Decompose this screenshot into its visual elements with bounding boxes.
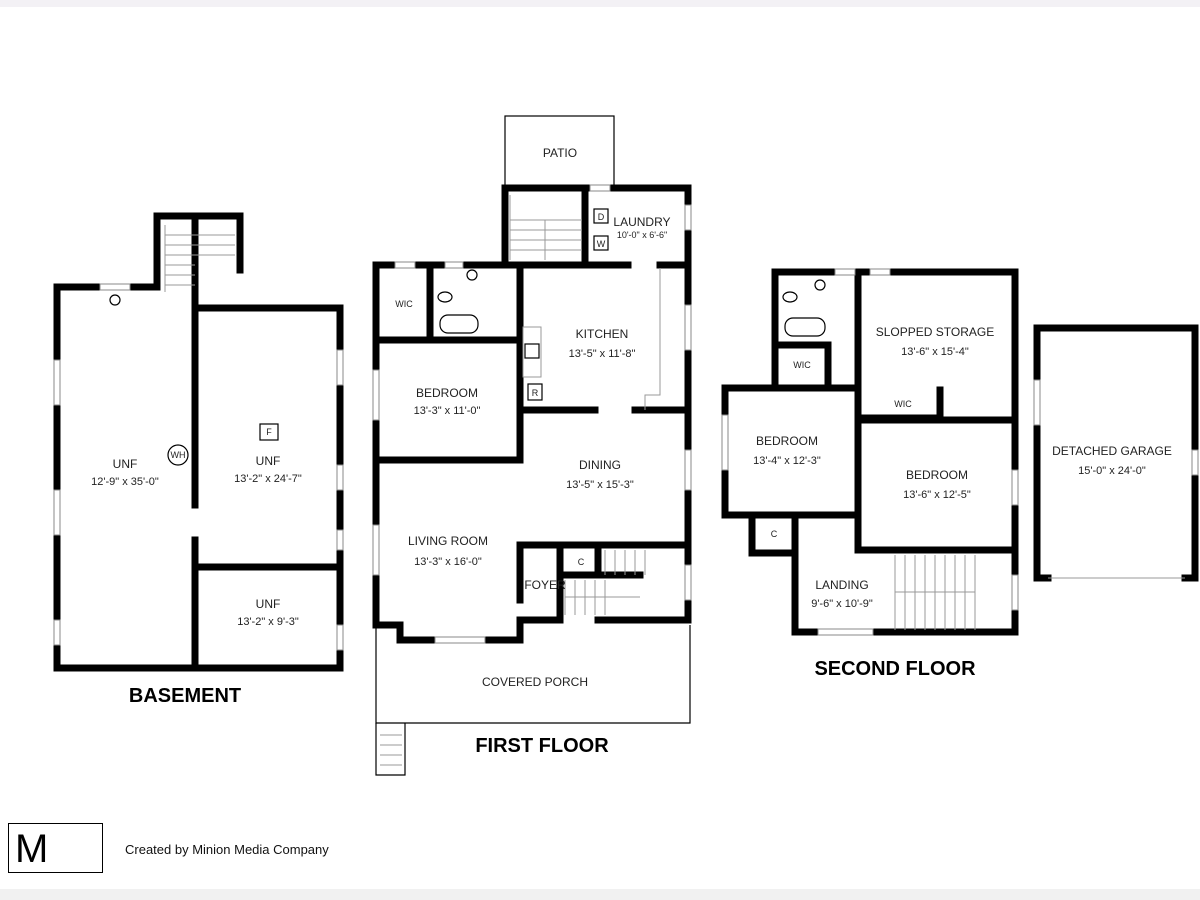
room-label: WIC	[395, 299, 413, 309]
first-floor-stairs	[509, 195, 646, 615]
stove-icon	[524, 343, 540, 359]
toilet-icon	[782, 291, 798, 303]
bathtub-icon	[439, 314, 479, 334]
room-dimensions: 13'-3" x 16'-0"	[414, 556, 482, 568]
company-logo: M	[8, 823, 103, 873]
room-dimensions: 13'-4" x 12'-3"	[753, 455, 821, 467]
credit-text: Created by Minion Media Company	[125, 842, 329, 857]
room-label: LIVING ROOM	[408, 534, 488, 548]
second-floor-stairs	[894, 555, 976, 630]
bathtub-icon	[784, 317, 826, 337]
room-label: COVERED PORCH	[482, 675, 588, 689]
room-label: UNF	[113, 457, 138, 471]
dryer-icon	[593, 208, 609, 224]
water-heater-icon	[167, 444, 189, 466]
room-label: PATIO	[543, 146, 577, 160]
furnace-label: F	[266, 427, 272, 437]
room-dimensions: 13'-5" x 11'-8"	[569, 348, 636, 360]
room-label: UNF	[256, 454, 281, 468]
sink-icon	[466, 269, 478, 281]
room-label: BEDROOM	[906, 468, 968, 482]
room-dimensions: 13'-6" x 15'-4"	[901, 346, 969, 358]
first-floor-title: FIRST FLOOR	[475, 735, 609, 757]
furnace-icon	[259, 423, 279, 441]
sink-icon	[814, 279, 826, 291]
room-dimensions: 13'-5" x 15'-3"	[566, 479, 634, 491]
room-dimensions: 10'-0" x 6'-6"	[617, 230, 667, 240]
refrigerator-label: R	[532, 388, 539, 398]
room-dimensions: 13'-2" x 9'-3"	[237, 616, 299, 628]
room-dimensions: 12'-9" x 35'-0"	[91, 476, 159, 488]
room-label: WIC	[894, 399, 912, 409]
top-border	[0, 0, 1200, 7]
room-label: DINING	[579, 458, 621, 472]
sink-icon	[109, 294, 121, 306]
room-dimensions: 13'-3" x 11'-0"	[414, 405, 481, 417]
first-floor-plan: D W R PATIO LAUNDRY 10'-0" x 6'-6" WIC K…	[372, 115, 692, 776]
room-label: UNF	[256, 597, 281, 611]
room-dimensions: 13'-6" x 12'-5"	[903, 489, 971, 501]
water-heater-label: WH	[171, 450, 186, 460]
basement-plan: WH F UNF 12'-9" x 35'-0" UNF 13'-2" x 24…	[53, 212, 344, 707]
basement-title: BASEMENT	[129, 685, 241, 707]
counter-icon	[522, 326, 542, 378]
bottom-border	[0, 889, 1200, 900]
room-dimensions: 15'-0" x 24'-0"	[1078, 465, 1146, 477]
room-label: LAUNDRY	[613, 215, 670, 229]
detached-garage-plan: DETACHED GARAGE 15'-0" x 24'-0"	[1033, 324, 1199, 582]
basement-stairs	[164, 225, 235, 292]
room-label: SLOPPED STORAGE	[876, 325, 994, 339]
dryer-label: D	[598, 212, 605, 222]
room-dimensions: 9'-6" x 10'-9"	[811, 598, 873, 610]
room-label: BEDROOM	[756, 434, 818, 448]
second-floor-plan: SLOPPED STORAGE 13'-6" x 15'-4" WIC WIC …	[721, 268, 1019, 680]
room-label: BEDROOM	[416, 386, 478, 400]
washer-icon	[593, 235, 609, 251]
toilet-icon	[437, 291, 453, 303]
room-label: LANDING	[815, 578, 868, 592]
room-label: C	[771, 529, 778, 539]
room-label: WIC	[793, 360, 811, 370]
refrigerator-icon	[527, 383, 543, 401]
room-label: FOYER	[524, 578, 566, 592]
washer-label: W	[597, 239, 606, 249]
room-label: DETACHED GARAGE	[1052, 444, 1172, 458]
room-label: C	[578, 557, 585, 567]
room-dimensions: 13'-2" x 24'-7"	[234, 473, 302, 485]
second-floor-title: SECOND FLOOR	[814, 658, 976, 680]
room-label: KITCHEN	[576, 327, 629, 341]
